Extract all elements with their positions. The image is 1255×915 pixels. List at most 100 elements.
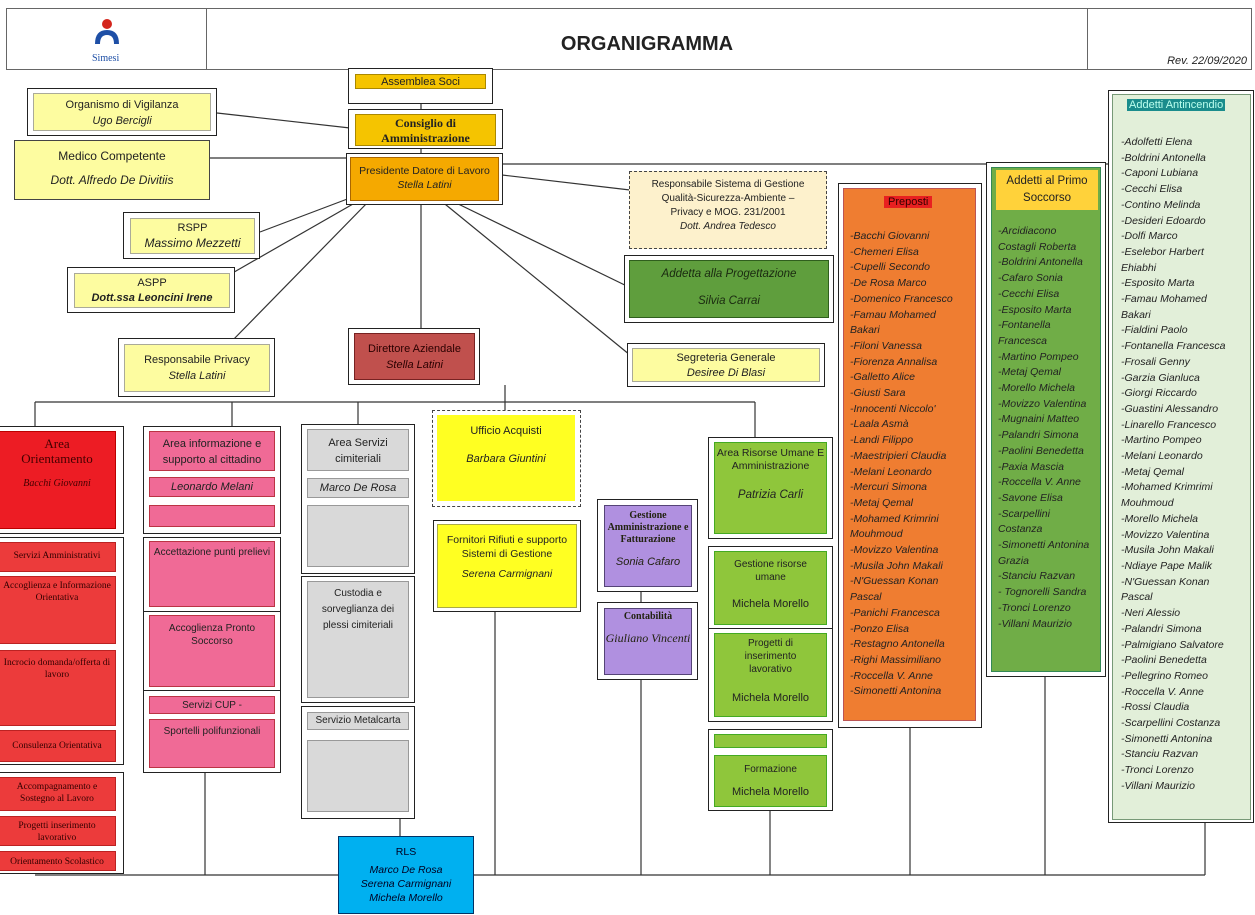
privacy-name: Stella Latini xyxy=(168,370,226,382)
area-orientamento-items-2: Accompagnamento e Sostegno al Lavoro Pro… xyxy=(0,772,124,874)
informazione-item1: Accettazione punti prelievi xyxy=(149,541,275,607)
preposti-name: -Metaj Qemal xyxy=(850,496,914,509)
primo-soccorso-name: -Palandri Simona xyxy=(998,429,1079,442)
cimiteriali-item2: Servizio Metalcarta xyxy=(307,712,409,730)
preposti-name: Mouhmoud xyxy=(850,528,903,541)
sistema-line3: Privacy e MOG. 231/2001 xyxy=(670,207,786,218)
aspp-outer: ASPP Dott.ssa Leoncini Irene xyxy=(67,267,235,313)
cimiteriali-item1: Custodia e sorveglianza dei plessi cimit… xyxy=(307,581,409,698)
rspp-outer: RSPP Massimo Mezzetti xyxy=(123,212,260,259)
primo-soccorso-name: Grazia xyxy=(998,554,1029,567)
area-orientamento-title1: Area xyxy=(44,436,70,451)
risorse-item2-title: Progetti di inserimento lavorativo xyxy=(744,638,797,675)
fornitori-name: Serena Carmignani xyxy=(461,568,553,580)
primo-soccorso-name: -Mugnaini Matteo xyxy=(998,413,1080,426)
medico-title: Medico Competente xyxy=(58,149,166,163)
area-informazione-outer: Area informazione e supporto al cittadin… xyxy=(143,426,281,534)
presidente-box: Presidente Datore di Lavoro Stella Latin… xyxy=(350,157,499,201)
informazione-blank xyxy=(149,505,275,527)
primo-soccorso-title-2: Soccorso xyxy=(1023,192,1071,204)
preposti-outer: Preposti -Bacchi Giovanni-Chemeri Elisa-… xyxy=(838,183,982,728)
antincendio-name: -Morello Michela xyxy=(1121,512,1199,525)
preposti-name: Pascal xyxy=(850,591,882,604)
area-risorse-title: Area Risorse Umane E Amministrazione xyxy=(716,447,825,472)
antincendio-name: Bakari xyxy=(1121,308,1151,321)
ufficio-acquisti-title: Ufficio Acquisti xyxy=(470,425,542,437)
primo-soccorso-name: -Cafaro Sonia xyxy=(998,272,1063,285)
antincendio-name: -Garzia Gianluca xyxy=(1121,371,1200,384)
direttore-title: Direttore Aziendale xyxy=(368,343,461,355)
logo-icon xyxy=(95,19,119,44)
primo-soccorso-name: -Movizzo Valentina xyxy=(998,397,1087,410)
ufficio-acquisti-box: Ufficio Acquisti Barbara Giuntini xyxy=(432,410,581,507)
direttore-box: Direttore Aziendale Stella Latini xyxy=(354,333,475,380)
rls-name-0: Marco De Rosa xyxy=(369,864,443,876)
cimiteriali-item1-label: Custodia e sorveglianza dei plessi cimit… xyxy=(321,588,395,631)
preposti-name: -Filoni Vanessa xyxy=(850,339,922,352)
primo-soccorso-name: -Boldrini Antonella xyxy=(998,256,1083,269)
antincendio-name: -Esposito Marta xyxy=(1121,277,1195,290)
antincendio-title: Addetti Antincendio xyxy=(1127,99,1226,111)
primo-soccorso-name: -Esposito Marta xyxy=(998,303,1072,316)
direttore-outer: Direttore Aziendale Stella Latini xyxy=(348,328,480,385)
antincendio-name: -Guastini Alessandro xyxy=(1121,402,1219,415)
consiglio-line1: Consiglio di xyxy=(394,116,457,130)
preposti-name: -Chemeri Elisa xyxy=(850,245,919,258)
presidente-title: Presidente Datore di Lavoro xyxy=(359,165,490,177)
cimiteriali-blank xyxy=(307,505,409,567)
antincendio-outer: Addetti Antincendio -Adolfetti Elena-Bol… xyxy=(1108,90,1254,823)
antincendio-name: -Musila John Makali xyxy=(1121,544,1214,557)
rspp-name: Massimo Mezzetti xyxy=(144,236,241,250)
cimiteriali-title: Area Servizi cimiteriali xyxy=(307,429,409,471)
medico-name: Dott. Alfredo De Divitiis xyxy=(50,173,174,187)
privacy-title: Responsabile Privacy xyxy=(144,354,250,366)
preposti-name: -Fiorenza Annalisa xyxy=(850,355,938,368)
progettazione-outer: Addetta alla Progettazione Silvia Carrai xyxy=(624,255,834,323)
preposti-name: -Cupelli Secondo xyxy=(850,261,930,274)
primo-soccorso-name: -Martino Pompeo xyxy=(998,350,1079,363)
sistema-gestione-box: Responsabile Sistema di Gestione Qualità… xyxy=(629,171,827,249)
preposti-name: -Simonetti Antonina xyxy=(850,685,942,698)
contabilita-title: Contabilità xyxy=(623,611,673,622)
fornitori-title: Fornitori Rifiuti e supporto Sistemi di … xyxy=(446,534,568,560)
antincendio-name: -Fialdini Paolo xyxy=(1121,324,1188,337)
risorse-item1-name: Michela Morello xyxy=(731,598,810,610)
antincendio-name: -Paolini Benedetta xyxy=(1121,654,1207,667)
antincendio-name: Ehiabhi xyxy=(1121,261,1157,274)
antincendio-name: -Tronci Lorenzo xyxy=(1121,764,1194,777)
antincendio-name: -Rossi Claudia xyxy=(1121,701,1190,714)
area-orientamento-title2: Orientamento xyxy=(21,451,93,466)
antincendio-name: -Ndiaye Pape Malik xyxy=(1121,559,1213,572)
antincendio-name: -Cecchi Elisa xyxy=(1121,183,1183,196)
antincendio-name: -Martino Pompeo xyxy=(1121,434,1202,447)
cimiteriali-item1-outer: Custodia e sorveglianza dei plessi cimit… xyxy=(301,576,415,703)
orientamento-item-3: Consulenza Orientativa xyxy=(0,730,116,762)
aspp-title: ASPP xyxy=(137,277,167,289)
antincendio-name: -Contino Melinda xyxy=(1121,198,1201,211)
risorse-item2-box: Progetti di inserimento lavorativo Miche… xyxy=(714,633,827,717)
preposti-name: -Mohamed Krimrini xyxy=(850,512,939,525)
area-cimiteriali-outer: Area Servizi cimiteriali Marco De Rosa xyxy=(301,424,415,574)
primo-soccorso-title-1: Addetti al Primo xyxy=(1006,175,1088,187)
direttore-name: Stella Latini xyxy=(386,359,443,371)
risorse-item3-box: Formazione Michela Morello xyxy=(714,755,827,807)
orientamento-item-6: Orientamento Scolastico xyxy=(0,851,116,871)
orientamento-item-2: Incrocio domanda/offerta di lavoro xyxy=(0,650,116,726)
consiglio-outer: Consiglio di Amministrazione xyxy=(348,109,503,149)
sistema-line2: Qualità-Sicurezza-Ambiente – xyxy=(661,193,795,204)
preposti-name: -Bacchi Giovanni xyxy=(850,230,930,242)
primo-soccorso-name: -Stanciu Razvan xyxy=(998,570,1076,583)
antincendio-name: -Boldrini Antonella xyxy=(1121,151,1206,164)
privacy-outer: Responsabile Privacy Stella Latini xyxy=(118,338,275,397)
orientamento-item-5: Progetti inserimento lavorativo xyxy=(0,816,116,846)
antincendio-name: -Villani Maurizio xyxy=(1121,779,1195,792)
rspp-title: RSPP xyxy=(177,222,208,234)
gestione-amm-outer: Gestione Amministrazione e Fatturazione … xyxy=(597,499,698,592)
gestione-amm-name: Sonia Cafaro xyxy=(615,556,681,568)
antincendio-name: -Caponi Lubiana xyxy=(1121,167,1199,180)
primo-soccorso-name: -Fontanella xyxy=(998,319,1051,332)
primo-soccorso-name: -Savone Elisa xyxy=(998,491,1063,504)
logo-text: Simesi xyxy=(92,53,120,64)
orientamento-item-4: Accompagnamento e Sostegno al Lavoro xyxy=(0,777,116,811)
